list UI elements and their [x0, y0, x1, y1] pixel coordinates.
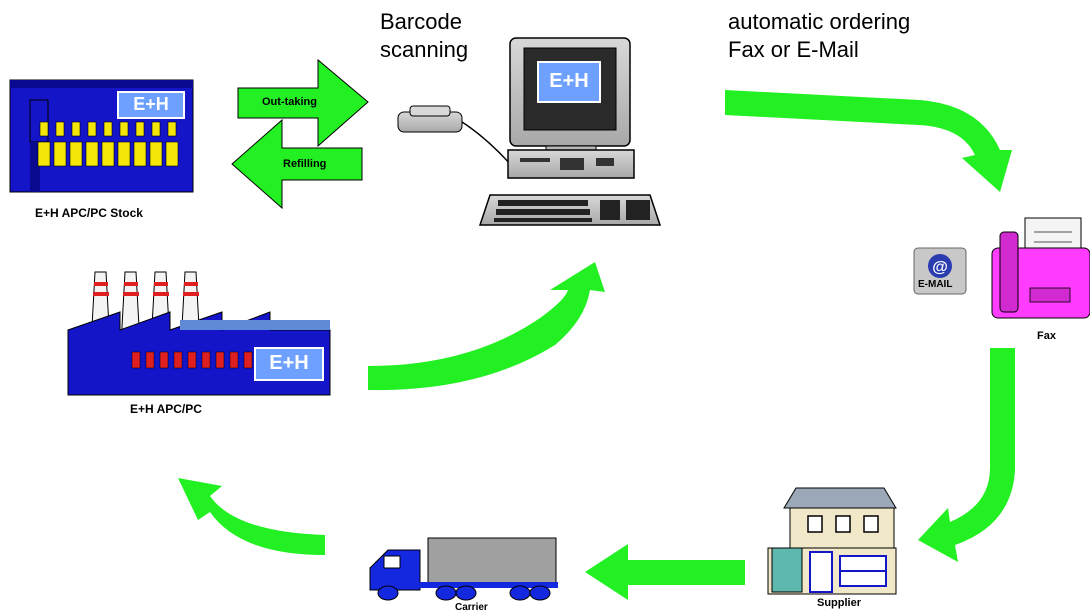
refilling-arrow [231, 118, 363, 210]
computer-logo: E+H [549, 70, 589, 92]
fax-machine-icon [991, 217, 1090, 319]
supplier-arrow [918, 348, 1015, 562]
factory-to-computer-arrow [368, 262, 605, 391]
stock-logo: E+H [133, 94, 169, 114]
ordering-label-line2: Fax or E-Mail [728, 37, 859, 62]
svg-text:@: @ [932, 259, 948, 276]
email-icon: @ [913, 247, 967, 295]
factory-logo: E+H [269, 352, 309, 374]
stock-building-icon [9, 79, 194, 193]
out-taking-label: Out-taking [262, 96, 317, 108]
out-taking-arrow [237, 58, 369, 148]
fax-label: Fax [1037, 330, 1056, 342]
ordering-label-line1: automatic ordering [728, 9, 911, 34]
barcode-label: Barcode scanning [380, 8, 468, 64]
email-label: E-MAIL [918, 279, 953, 290]
truck-icon [369, 537, 558, 601]
ordering-arrow [725, 90, 1012, 192]
stock-label: E+H APC/PC Stock [35, 206, 143, 220]
ordering-label: automatic ordering Fax or E-Mail [728, 8, 910, 64]
barcode-label-line2: scanning [380, 37, 469, 62]
return-arrow [178, 478, 325, 580]
computer-icon [478, 37, 662, 226]
carrier-label: Carrier [455, 602, 488, 613]
factory-label: E+H APC/PC [130, 402, 202, 416]
carrier-arrow [585, 544, 745, 600]
refilling-label: Refilling [283, 158, 327, 170]
factory-icon [67, 271, 331, 396]
barcode-label-line1: Barcode [380, 9, 462, 34]
supplier-label: Supplier [817, 597, 862, 609]
supplier-building-icon [767, 487, 897, 595]
barcode-scanner-icon [397, 105, 521, 176]
